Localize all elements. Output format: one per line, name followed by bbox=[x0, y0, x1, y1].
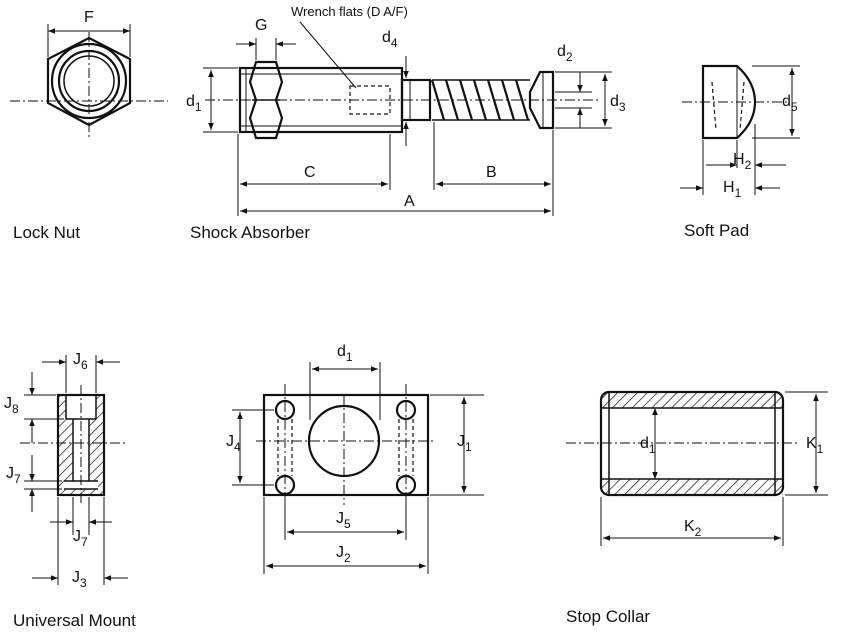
dim-label-H2: H2 bbox=[733, 151, 752, 172]
dim-label-d3: d3 bbox=[610, 93, 626, 114]
caption-universal-mount: Universal Mount bbox=[13, 611, 136, 630]
dim-label-d4: d4 bbox=[382, 29, 398, 50]
stop-collar-view: d1 K1 K2 Stop Collar bbox=[566, 390, 828, 626]
dim-label-J8: J8 bbox=[4, 395, 19, 416]
dim-label-d1-mount: d1 bbox=[337, 343, 353, 364]
soft-pad-body bbox=[701, 64, 757, 140]
dim-label-d1-shock: d1 bbox=[186, 93, 202, 114]
dim-label-J5: J5 bbox=[336, 510, 351, 531]
dim-label-d5: d5 bbox=[782, 93, 798, 114]
mount-hole-top-right bbox=[395, 399, 417, 421]
mount-hole-top-left bbox=[274, 399, 296, 421]
dim-label-K1: K1 bbox=[806, 435, 824, 456]
dim-label-G: G bbox=[255, 17, 267, 34]
shock-lock-nut bbox=[248, 60, 284, 140]
dim-label-J7-vertical: J7 bbox=[6, 465, 21, 486]
wrench-flats-leader bbox=[299, 21, 357, 89]
dim-label-B: B bbox=[486, 164, 497, 181]
soft-pad-view: d5 H2 H1 Soft Pad bbox=[680, 64, 800, 240]
dim-label-d1-collar: d1 bbox=[640, 435, 656, 456]
universal-mount-front-view: d1 J4 J1 J5 J2 bbox=[226, 343, 484, 574]
lock-nut-view: F Lock Nut bbox=[10, 9, 168, 242]
caption-shock-absorber: Shock Absorber bbox=[190, 223, 310, 242]
caption-stop-collar: Stop Collar bbox=[566, 607, 650, 626]
mount-plate-outline bbox=[262, 393, 430, 497]
dim-label-H1: H1 bbox=[723, 179, 742, 200]
shock-absorber-view: Wrench flats (D A/F) G d1 d4 d2 d3 C bbox=[186, 4, 626, 242]
universal-mount-side-view: J6 J8 J7 J7 J3 Universal Mount bbox=[4, 351, 136, 630]
dim-label-F: F bbox=[84, 9, 94, 26]
dim-label-J1: J1 bbox=[457, 433, 472, 454]
stop-collar-hatch-top bbox=[601, 392, 783, 408]
wrench-flats-label: Wrench flats (D A/F) bbox=[291, 4, 408, 19]
caption-soft-pad: Soft Pad bbox=[684, 221, 749, 240]
dim-label-J4: J4 bbox=[226, 433, 241, 454]
shock-plunger-head bbox=[528, 70, 555, 130]
dim-label-J6: J6 bbox=[73, 351, 88, 372]
dim-label-d2: d2 bbox=[557, 43, 573, 64]
dim-label-J7-horizontal: J7 bbox=[73, 528, 88, 549]
dim-label-K2: K2 bbox=[684, 518, 702, 539]
stop-collar-hatch-bottom bbox=[601, 479, 783, 495]
dim-label-J2: J2 bbox=[336, 544, 351, 565]
dim-label-J3: J3 bbox=[72, 569, 87, 590]
dim-label-A: A bbox=[404, 193, 415, 210]
caption-lock-nut: Lock Nut bbox=[13, 223, 80, 242]
dim-label-C: C bbox=[304, 164, 316, 181]
